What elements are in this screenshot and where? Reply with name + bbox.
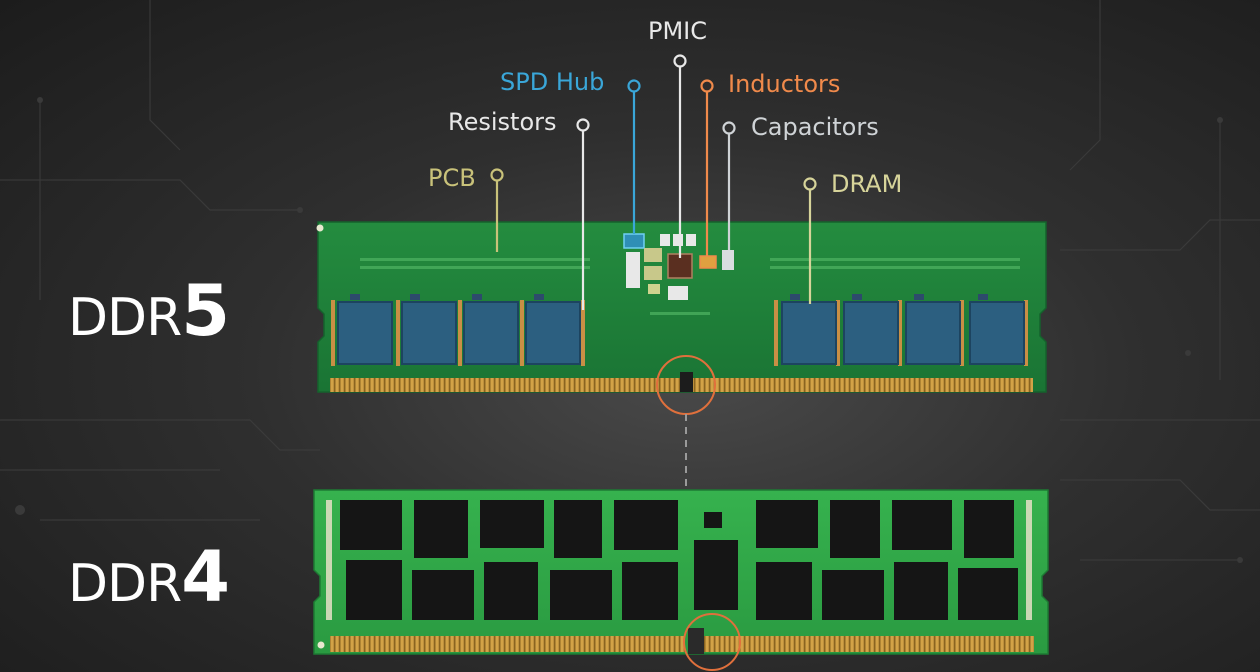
ddr5-key-notch: [680, 372, 693, 392]
ddr4-dram-chip: [340, 500, 402, 550]
ddr4-dram-chip: [414, 500, 468, 558]
capacitor: [660, 234, 670, 246]
ddr5-marker: [852, 294, 862, 300]
ddr5-marker: [350, 294, 360, 300]
ddr4-gold-contacts-right: [704, 636, 1034, 652]
ddr4-dram-chip: [964, 500, 1014, 558]
ddr4-dram-chip: [830, 500, 880, 558]
ddr5-dram-chip: [401, 301, 457, 365]
ddr5-marker: [410, 294, 420, 300]
ddr5-dram-chip: [905, 301, 961, 365]
ddr4-label: DDR4: [68, 542, 230, 614]
ddr4-spd-chip: [704, 512, 722, 528]
ddr5-resistor-strip: [581, 300, 585, 366]
ddr5-number: 5: [181, 270, 230, 352]
ddr4-register-chip: [694, 540, 738, 610]
callout-inductors: Inductors: [728, 70, 841, 98]
ddr5-gold-contacts-right: [693, 378, 1033, 392]
ddr5-resistor-strip: [836, 300, 840, 366]
capacitor: [648, 284, 660, 294]
capacitor: [686, 234, 696, 246]
ddr4-gold-contacts-left: [330, 636, 685, 652]
ddr4-component-strip: [1026, 500, 1032, 620]
spd-hub-leader-dot: [627, 79, 641, 93]
capacitor-highlight: [722, 250, 734, 270]
ddr5-resistor-strip: [1024, 300, 1028, 366]
ddr5-mount-hole: [316, 224, 324, 232]
spd-hub-chip: [623, 233, 645, 249]
ddr4-dram-chip: [622, 562, 678, 620]
inductor-highlight: [699, 255, 717, 269]
inductor: [644, 266, 662, 280]
callout-pmic: PMIC: [648, 17, 708, 45]
ddr5-dram-chip: [463, 301, 519, 365]
ddr4-dram-chip: [892, 500, 952, 550]
ddr5-module: [316, 221, 1047, 415]
callout-pcb: PCB: [428, 164, 476, 192]
ddr4-dram-chip: [484, 562, 538, 620]
ddr4-module: [313, 489, 1049, 671]
ddr4-dram-chip: [346, 560, 402, 620]
ddr5-resistor-strip: [331, 300, 335, 366]
ddr5-label: DDR5: [68, 276, 230, 348]
ddr5-gold-contacts-left: [330, 378, 680, 392]
callout-dram: DRAM: [831, 170, 903, 198]
ddr5-resistor-strip: [396, 300, 400, 366]
ddr4-dram-chip: [756, 562, 812, 620]
ddr5-trace-row: [360, 266, 590, 269]
ddr4-prefix: DDR: [68, 554, 182, 614]
ddr5-marker: [914, 294, 924, 300]
ddr4-notch-highlight: [683, 613, 741, 671]
inductors-leader-dot: [700, 79, 714, 93]
ddr4-dram-chip: [894, 562, 948, 620]
capacitors-leader-dot: [722, 121, 736, 135]
ddr5-trace-row: [770, 258, 1020, 261]
ddr5-dram-chip: [337, 301, 393, 365]
ddr5-resistor-strip: [520, 300, 524, 366]
ddr5-marker: [472, 294, 482, 300]
pmic-leader-dot: [673, 54, 687, 68]
ddr5-marker: [534, 294, 544, 300]
ddr4-dram-chip: [822, 570, 884, 620]
ddr4-mount-hole: [317, 641, 325, 649]
ddr5-marker: [978, 294, 988, 300]
ddr5-prefix: DDR: [68, 288, 182, 348]
ddr5-dram-chip: [843, 301, 899, 365]
ddr5-dram-chip: [969, 301, 1025, 365]
inductor: [644, 248, 662, 262]
ddr4-dram-chip: [412, 570, 474, 620]
ddr5-marker: [790, 294, 800, 300]
ddr5-power-components: [623, 233, 734, 300]
ddr4-dram-chip: [480, 500, 544, 548]
ddr5-dram-chip: [781, 301, 837, 365]
ddr4-dram-chip: [550, 570, 612, 620]
callout-resistors: Resistors: [448, 108, 557, 136]
capacitor: [673, 234, 683, 246]
capacitor-bank: [626, 252, 640, 288]
ddr5-trace-row: [770, 266, 1020, 269]
ddr5-dram-chip: [525, 301, 581, 365]
ddr4-key-notch: [688, 628, 704, 654]
callout-capacitors: Capacitors: [751, 113, 879, 141]
ddr4-dram-chip: [756, 500, 818, 548]
ddr5-resistor-strip: [774, 300, 778, 366]
ddr4-dram-chip: [554, 500, 602, 558]
ddr4-dram-chip: [958, 568, 1018, 620]
ddr4-component-strip: [326, 500, 332, 620]
dram-leader-dot: [803, 177, 817, 191]
ddr5-resistor-strip: [458, 300, 462, 366]
capacitor: [668, 286, 688, 300]
ddr5-resistor-strip: [898, 300, 902, 366]
pcb-leader-dot: [490, 168, 504, 182]
ddr5-trace-row: [650, 312, 710, 315]
resistors-leader-dot: [576, 118, 590, 132]
ddr4-number: 4: [181, 536, 230, 618]
ddr5-resistor-strip: [960, 300, 964, 366]
ddr5-trace-row: [360, 258, 590, 261]
ddr4-dram-chip: [614, 500, 678, 550]
callout-spd-hub: SPD Hub: [500, 68, 605, 96]
